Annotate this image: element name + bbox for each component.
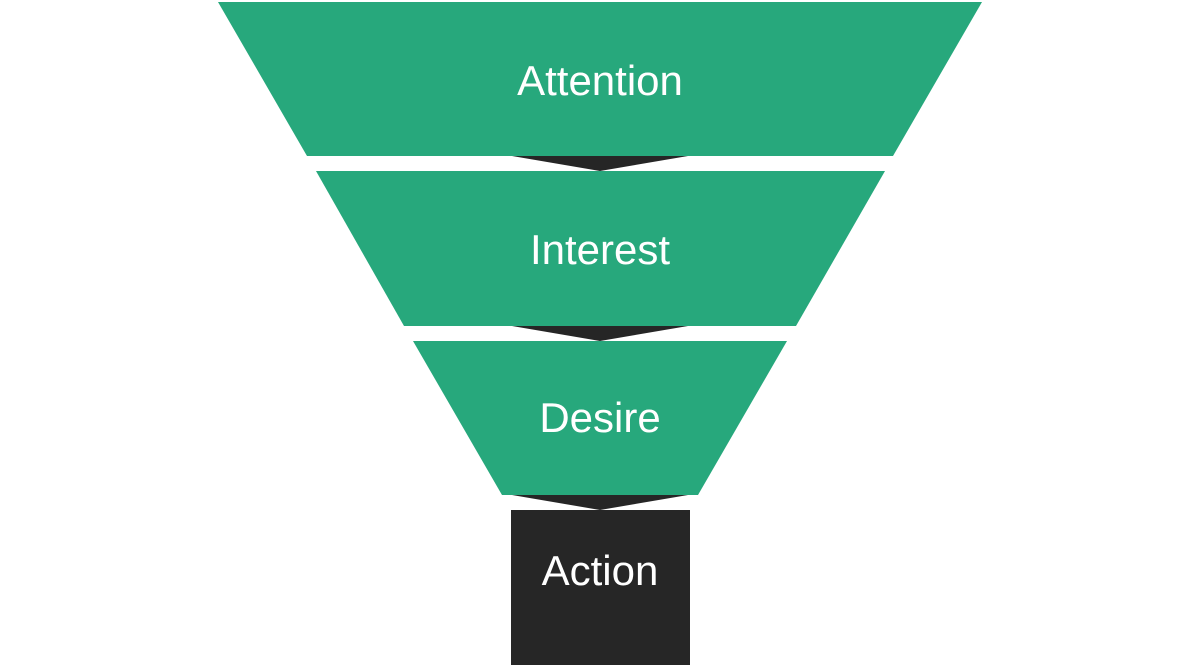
stage-desire-label: Desire — [539, 394, 660, 441]
stage-action-label: Action — [542, 547, 659, 594]
stage-interest-label: Interest — [530, 226, 670, 273]
connector-desire-action — [512, 495, 688, 510]
stage-desire: Desire — [413, 341, 787, 495]
stage-attention-label: Attention — [517, 57, 683, 104]
stage-interest-shape — [316, 171, 885, 326]
connector-interest-desire — [512, 326, 688, 341]
stage-action-box — [511, 510, 690, 665]
stage-desire-shape — [413, 341, 787, 495]
stage-action: Action — [511, 510, 690, 665]
connector-attention-interest — [512, 156, 688, 171]
stage-interest: Interest — [316, 171, 885, 326]
stage-attention: Attention — [218, 2, 982, 156]
stage-attention-shape — [218, 2, 982, 156]
